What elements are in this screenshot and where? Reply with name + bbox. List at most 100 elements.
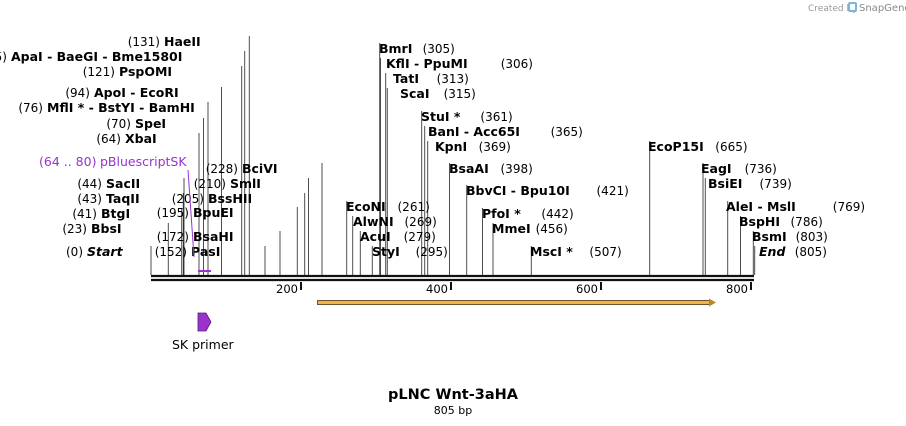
site-label: XbaI(64) xyxy=(96,131,156,146)
site-label: ApoI - EcoRI(94) xyxy=(65,85,178,100)
site-name: Start xyxy=(87,244,124,259)
site-label: EcoP15I(665) xyxy=(648,139,748,154)
site-position: (398) xyxy=(501,162,533,176)
site-position: (121) xyxy=(83,65,115,79)
enzyme-name: MslI xyxy=(767,199,796,214)
enzyme-name: PasI xyxy=(191,244,220,259)
site-label: EcoNI(261) xyxy=(346,199,430,214)
site-position: (305) xyxy=(423,42,455,56)
site-name: BbvCI - Bpu10I xyxy=(466,183,570,198)
site-position: (369) xyxy=(479,140,511,154)
site-label: KpnI (369) xyxy=(435,139,511,154)
site-name: BssHII xyxy=(208,191,252,206)
site-name: StuI * xyxy=(421,109,461,124)
orf-arrow-head xyxy=(709,298,716,307)
site-label: PspOMI (121) xyxy=(83,64,172,79)
site-label: KflI - PpuMI (306) xyxy=(386,56,533,71)
site-position: (313) xyxy=(437,72,469,86)
enzyme-name: Bme1580I xyxy=(112,49,182,64)
site-label: AleI - MslI(769) xyxy=(726,199,865,214)
enzyme-name: ApaI xyxy=(11,49,43,64)
site-name: KpnI xyxy=(435,139,467,154)
site-label: BpuEI(195) xyxy=(157,205,234,220)
site-label: BciVI (228) xyxy=(206,161,278,176)
site-position: (442) xyxy=(541,207,573,221)
site-position: (269) xyxy=(405,215,437,229)
site-name: BsmI xyxy=(752,229,787,244)
enzyme-name: AcuI xyxy=(360,229,391,244)
enzyme-name: HaeII xyxy=(164,34,201,49)
enzyme-name: MflI * xyxy=(47,100,85,115)
site-label: BsmI(803) xyxy=(752,229,828,244)
enzyme-separator: - xyxy=(506,183,520,198)
enzyme-name: SpeI xyxy=(135,116,166,131)
site-label: SacII(44) xyxy=(77,176,140,191)
enzyme-name: KflI xyxy=(386,56,410,71)
primer-site-pos: (64 .. 80) xyxy=(39,154,96,169)
backbone xyxy=(151,274,754,282)
site-label: StyI(295) xyxy=(372,244,448,259)
enzyme-name: BsiEI xyxy=(708,176,742,191)
enzyme-name: Start xyxy=(87,244,124,259)
site-position: (315) xyxy=(444,87,476,101)
site-name: AcuI xyxy=(360,229,391,244)
site-labels: Start(0)BbsI(23)BtgI(41)TaqII(43)SacII(4… xyxy=(0,34,865,259)
site-name: EcoP15I xyxy=(648,139,704,154)
site-position: (70) xyxy=(106,117,131,131)
site-position: (64) xyxy=(96,132,121,146)
site-name: MflI * - BstYI - BamHI xyxy=(47,100,195,115)
enzyme-name: EcoRI xyxy=(140,85,179,100)
ruler-tick-label: 200 xyxy=(276,282,298,296)
enzyme-name: EagI xyxy=(701,161,732,176)
site-name: BtgI xyxy=(101,206,130,221)
site-label: HaeII (131) xyxy=(128,34,201,49)
site-label: End(805) xyxy=(759,244,827,259)
site-position: (23) xyxy=(62,222,87,236)
site-label: BbvCI - Bpu10I (421) xyxy=(466,183,629,198)
map-title: pLNC Wnt-3aHA xyxy=(388,387,519,403)
site-name: ScaI xyxy=(400,86,430,101)
enzyme-name: SmlI xyxy=(230,176,261,191)
site-label: SpeI (70) xyxy=(106,116,166,131)
site-name: PasI xyxy=(191,244,220,259)
site-name: PspOMI xyxy=(119,64,172,79)
enzyme-separator: - xyxy=(98,49,112,64)
enzyme-name: End xyxy=(759,244,786,259)
site-position: (152) xyxy=(155,245,187,259)
site-label: ScaI (315) xyxy=(400,86,476,101)
site-position: (421) xyxy=(597,184,629,198)
site-label: Start (0) xyxy=(66,244,124,259)
enzyme-name: KpnI xyxy=(435,139,467,154)
enzyme-name: TaqII xyxy=(106,191,140,206)
enzyme-name: BciVI xyxy=(242,161,278,176)
sk-primer-feature: SK primer xyxy=(172,312,235,352)
site-position: (228) xyxy=(206,162,238,176)
enzyme-name: BtgI xyxy=(101,206,130,221)
site-label: MflI * - BstYI - BamHI (76) xyxy=(18,100,194,115)
enzyme-name: BsaAI xyxy=(449,161,489,176)
site-name: BciVI xyxy=(242,161,278,176)
site-label: ApaI - BaeGI - Bme1580I(125) xyxy=(0,49,182,64)
ruler-tick-label: 800 xyxy=(726,282,748,296)
enzyme-name: ScaI xyxy=(400,86,430,101)
site-position: (172) xyxy=(157,230,189,244)
site-position: (94) xyxy=(65,86,90,100)
primer-site-line xyxy=(187,169,195,258)
credit-brand: SnapGene xyxy=(859,3,906,14)
enzyme-separator: - xyxy=(84,100,98,115)
site-position: (44) xyxy=(77,177,102,191)
enzyme-name: BstYI xyxy=(98,100,135,115)
enzyme-name: PpuMI xyxy=(424,56,468,71)
site-position: (306) xyxy=(501,57,533,71)
enzyme-separator: - xyxy=(135,100,149,115)
site-position: (0) xyxy=(66,245,83,259)
site-position: (131) xyxy=(128,35,160,49)
site-name: KflI - PpuMI xyxy=(386,56,468,71)
site-label: MmeI(456) xyxy=(492,221,568,236)
enzyme-name: BmrI xyxy=(379,41,412,56)
site-position: (76) xyxy=(18,101,43,115)
site-label: PfoI *(442) xyxy=(482,206,574,221)
site-position: (365) xyxy=(551,125,583,139)
site-name: BanI - Acc65I xyxy=(428,124,520,139)
site-label: BtgI(41) xyxy=(72,206,130,221)
